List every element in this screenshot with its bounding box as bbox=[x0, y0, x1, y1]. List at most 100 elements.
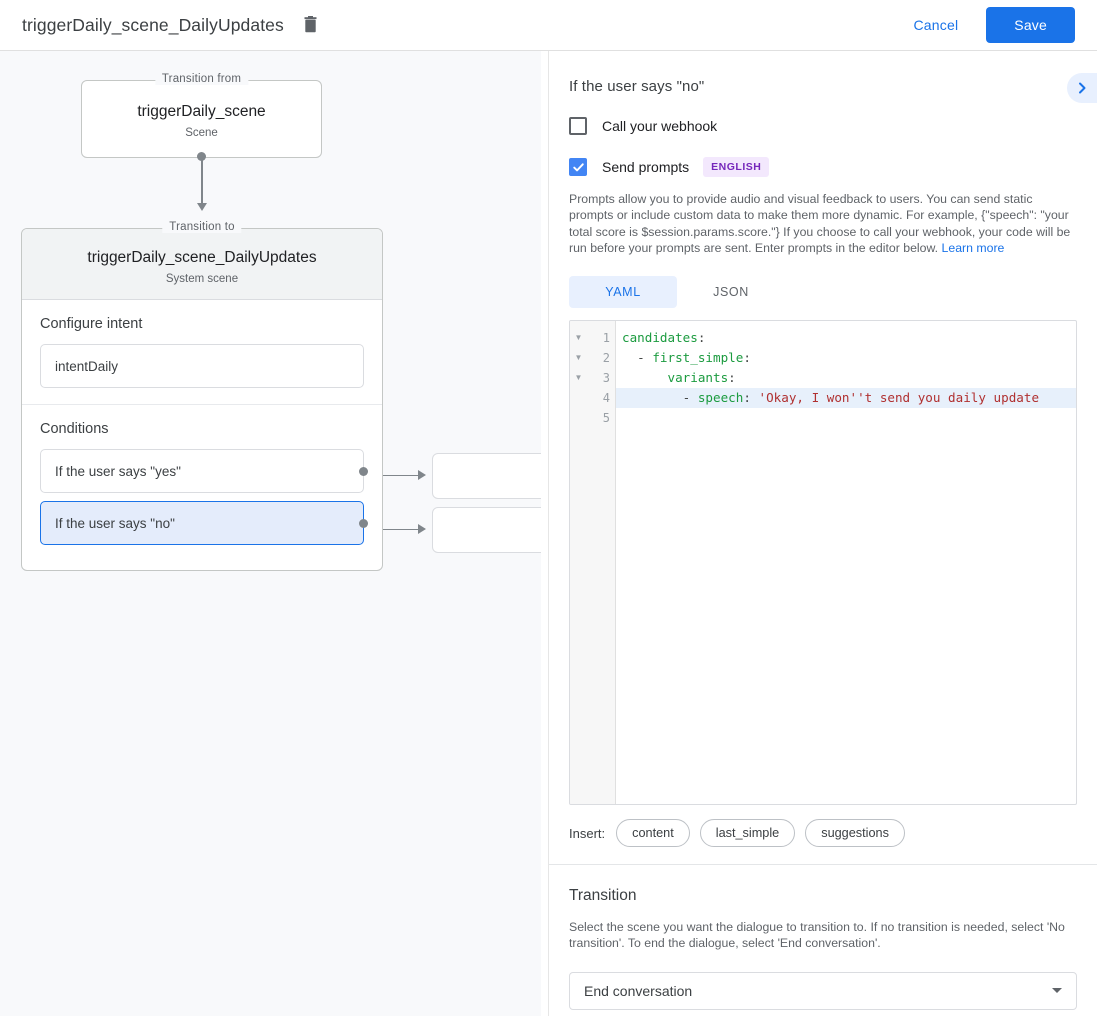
code-token-dash: - bbox=[622, 390, 698, 406]
transition-to-subtitle: System scene bbox=[165, 273, 239, 285]
edge-arrow-icon bbox=[418, 470, 426, 480]
canvas-panel-gap bbox=[541, 51, 548, 1016]
intent-value-box[interactable]: intentDaily bbox=[40, 344, 364, 388]
transition-to-node[interactable]: Transition to triggerDaily_scene_DailyUp… bbox=[21, 221, 383, 571]
target-node-yes[interactable] bbox=[432, 453, 541, 499]
call-webhook-row[interactable]: Call your webhook bbox=[569, 117, 1077, 135]
trash-icon bbox=[304, 16, 317, 33]
edge-arrow-icon bbox=[418, 524, 426, 534]
page-title: triggerDaily_scene_DailyUpdates bbox=[22, 14, 284, 35]
send-prompts-label: Send prompts bbox=[602, 159, 690, 175]
prompts-description: Prompts allow you to provide audio and v… bbox=[569, 191, 1077, 256]
code-token-punct: : bbox=[728, 370, 736, 386]
condition-output-dot[interactable] bbox=[359, 466, 368, 476]
insert-chips-row: Insert: content last_simple suggestions bbox=[569, 819, 1077, 848]
connector-line bbox=[201, 157, 203, 207]
line-number: 4 bbox=[602, 391, 610, 406]
language-badge: ENGLISH bbox=[703, 157, 770, 177]
connector-arrow-icon bbox=[196, 203, 207, 211]
call-webhook-checkbox[interactable] bbox=[569, 117, 587, 135]
code-token-punct: : bbox=[697, 330, 706, 346]
learn-more-link[interactable]: Learn more bbox=[941, 240, 1005, 255]
code-line[interactable]: variants: bbox=[616, 368, 1076, 388]
conditions-section: Conditions If the user says "yes" If the… bbox=[22, 404, 382, 569]
connector-dot bbox=[197, 152, 206, 161]
condition-item-yes[interactable]: If the user says "yes" bbox=[40, 449, 368, 493]
transition-to-legend: Transition to bbox=[162, 221, 242, 233]
fold-toggle-icon[interactable]: ▼ bbox=[574, 353, 583, 363]
code-line[interactable]: candidates: bbox=[616, 328, 1076, 348]
code-token-punct: : bbox=[743, 350, 751, 366]
conditions-label: Conditions bbox=[40, 421, 109, 437]
transition-to-title: triggerDaily_scene_DailyUpdates bbox=[87, 249, 317, 266]
transition-target-select[interactable]: End conversation bbox=[569, 971, 1077, 1010]
code-token-str: 'Okay, I won''t send you daily update bbox=[758, 390, 1040, 406]
scene-graph-canvas[interactable]: Transition from triggerDaily_scene Scene… bbox=[0, 51, 541, 1016]
transition-from-title: triggerDaily_scene bbox=[137, 103, 266, 120]
line-number: 5 bbox=[602, 411, 610, 426]
transition-target-value: End conversation bbox=[584, 982, 693, 999]
transition-from-legend: Transition from bbox=[154, 73, 249, 85]
line-number: 3 bbox=[602, 371, 610, 386]
code-token-key: candidates bbox=[622, 330, 698, 346]
configure-intent-label: Configure intent bbox=[40, 316, 143, 332]
transition-title: Transition bbox=[569, 887, 637, 905]
condition-label: If the user says "yes" bbox=[55, 463, 181, 479]
fold-toggle-icon[interactable]: ▼ bbox=[574, 333, 583, 343]
code-token-key: speech bbox=[697, 390, 744, 406]
editor-line-number-gutter: 1 2 3 4 5 bbox=[587, 321, 616, 805]
top-app-bar: triggerDaily_scene_DailyUpdates Cancel S… bbox=[0, 0, 1097, 51]
edge-to-yes-target bbox=[383, 474, 420, 476]
fold-toggle-icon[interactable]: ▼ bbox=[574, 373, 583, 383]
insert-chip-last_simple[interactable]: last_simple bbox=[699, 819, 796, 848]
target-node-no[interactable] bbox=[432, 507, 541, 553]
line-number: 1 bbox=[602, 331, 610, 346]
tab-yaml[interactable]: YAML bbox=[569, 276, 677, 309]
tab-json[interactable]: JSON bbox=[713, 285, 749, 300]
insert-chip-group: content last_simple suggestions bbox=[616, 819, 915, 848]
transition-from-node[interactable]: Transition from triggerDaily_scene Scene bbox=[81, 73, 322, 158]
transition-description: Select the scene you want the dialogue t… bbox=[569, 920, 1065, 951]
checkmark-icon bbox=[572, 162, 584, 171]
edge-to-no-target bbox=[383, 528, 420, 530]
fold-spacer bbox=[570, 388, 587, 408]
call-webhook-label: Call your webhook bbox=[602, 118, 718, 134]
condition-item-no[interactable]: If the user says "no" bbox=[40, 501, 368, 545]
code-token-dash: - bbox=[622, 350, 653, 366]
fold-spacer bbox=[570, 408, 587, 428]
chevron-down-icon bbox=[1052, 988, 1062, 994]
send-prompts-row[interactable]: Send prompts ENGLISH bbox=[569, 157, 1077, 177]
format-tabs: YAML JSON bbox=[569, 276, 1077, 309]
cancel-button[interactable]: Cancel bbox=[898, 8, 975, 42]
insert-chip-suggestions[interactable]: suggestions bbox=[805, 819, 905, 848]
transition-to-header: triggerDaily_scene_DailyUpdates System s… bbox=[22, 229, 382, 300]
condition-output-dot[interactable] bbox=[359, 518, 368, 528]
configure-intent-section: Configure intent intentDaily bbox=[22, 300, 382, 404]
send-prompts-checkbox[interactable] bbox=[569, 158, 587, 176]
code-token-key: first_simple bbox=[652, 350, 744, 366]
delete-button[interactable] bbox=[298, 12, 324, 38]
code-line[interactable] bbox=[616, 408, 1076, 428]
editor-fold-column[interactable]: ▼ ▼ ▼ bbox=[570, 321, 587, 805]
line-number: 2 bbox=[602, 351, 610, 366]
condition-label: If the user says "no" bbox=[55, 515, 175, 531]
code-token-dash bbox=[622, 370, 668, 385]
condition-details-panel: If the user says "no" Call your webhook … bbox=[548, 51, 1097, 1016]
transition-section: Transition Select the scene you want the… bbox=[549, 887, 1097, 1010]
insert-chip-content[interactable]: content bbox=[616, 819, 690, 848]
code-token-key: variants bbox=[667, 370, 729, 386]
code-line[interactable]: - speech: 'Okay, I won''t send you daily… bbox=[616, 388, 1076, 409]
prompt-code-editor[interactable]: ▼ ▼ ▼ 1 2 3 4 5 candidates: - first_simple: va… bbox=[569, 320, 1077, 806]
editor-code-area[interactable]: candidates: - first_simple: variants: - … bbox=[616, 321, 1076, 804]
panel-heading: If the user says "no" bbox=[569, 78, 705, 95]
code-token-punct: : bbox=[743, 390, 759, 406]
prompts-description-text: Prompts allow you to provide audio and v… bbox=[569, 192, 1071, 255]
panel-body: If the user says "no" Call your webhook … bbox=[549, 51, 1097, 848]
insert-label: Insert: bbox=[569, 825, 606, 841]
expand-panel-button[interactable] bbox=[1067, 73, 1097, 103]
section-divider bbox=[549, 864, 1097, 866]
save-button[interactable]: Save bbox=[986, 7, 1075, 43]
chevron-right-icon bbox=[1079, 82, 1086, 94]
code-line[interactable]: - first_simple: bbox=[616, 348, 1076, 368]
transition-from-subtitle: Scene bbox=[185, 127, 218, 139]
